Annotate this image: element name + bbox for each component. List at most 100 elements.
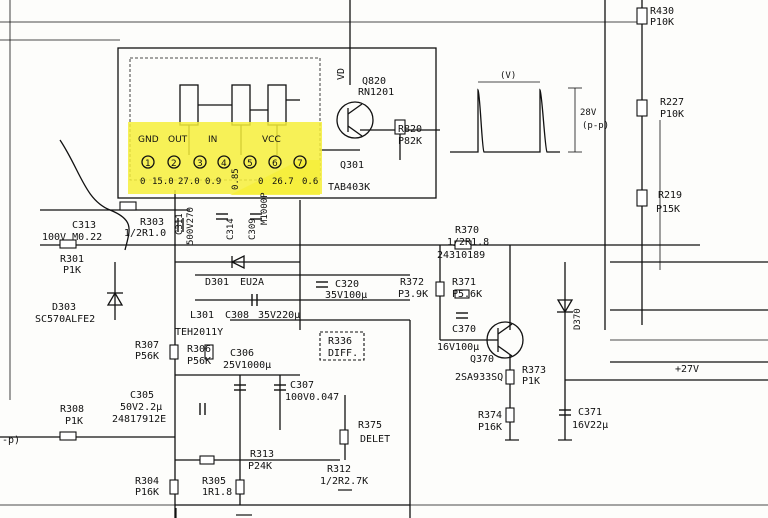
r373-val: P1K [522, 376, 540, 387]
d303-ref: D303 [52, 302, 76, 313]
c371-ref: C371 [578, 407, 602, 418]
v-0: 0 [140, 177, 145, 187]
c307-ref: C307 [290, 380, 314, 391]
q820-part: RN1201 [358, 87, 394, 98]
v-3: 0.9 [205, 177, 221, 187]
c307-val: 100V0.047 [285, 392, 339, 403]
v-5: 0 [258, 177, 263, 187]
q301-ref: Q301 [340, 160, 364, 171]
r301-ref: R301 [60, 254, 84, 265]
wave-amp-unit: (p-p) [582, 121, 609, 131]
pin-4: 4 [221, 159, 227, 169]
c371-val: 16V22μ [572, 420, 608, 431]
wave-period: (V) [500, 71, 516, 81]
r301-val: P1K [63, 265, 81, 276]
r307-val: P56K [135, 351, 159, 362]
ground-symbols [175, 439, 572, 518]
r303-ref: R303 [140, 217, 164, 228]
r304-val: P16K [135, 487, 159, 498]
q370-ref: Q370 [470, 354, 494, 365]
r373-ref: R373 [522, 365, 546, 376]
r227-ref: R227 [660, 97, 684, 108]
ic-pins: 1 2 3 4 5 6 7 [141, 155, 307, 169]
ic-label-gnd: GND [138, 135, 159, 145]
d301-ref: D301 [205, 277, 229, 288]
resistor-glyphs [59, 7, 648, 495]
r820-ref: R820 [398, 124, 422, 135]
vd-label: VD [336, 68, 347, 80]
d303-val: SC570ALFE2 [35, 314, 95, 325]
c370-val: 16V100μ [437, 342, 479, 353]
capacitor-glyphs [177, 213, 571, 416]
pn-24817912e: 24817912E [112, 414, 166, 425]
pin-5: 5 [247, 159, 253, 169]
r430-val: P10K [650, 17, 674, 28]
c320-val: 35V100μ [325, 290, 367, 301]
c320-ref: C320 [335, 279, 359, 290]
c314-ref: C314 [226, 218, 236, 240]
d370-symbol [556, 299, 574, 314]
pin-3: 3 [197, 159, 203, 169]
pn-24310189: 24310189 [437, 250, 485, 261]
pin-7: 7 [297, 159, 303, 169]
d370-ref: D370 [573, 308, 583, 330]
pin-voltages: 0 15.0 27.0 0.9 0.85 0 26.7 0.6 [140, 168, 318, 190]
v-2: 27.0 [178, 177, 200, 187]
r820-val: P82K [398, 136, 422, 147]
c309-ref: C309 [248, 218, 258, 240]
ic-label-in: IN [208, 135, 217, 145]
r303-val: 1/2R1.0 [124, 228, 166, 239]
r372-ref: R372 [400, 277, 424, 288]
q370-symbol [486, 321, 524, 359]
r306-ref: R306 [187, 344, 211, 355]
ic-label-vcc: VCC [262, 135, 281, 145]
v-4: 0.85 [231, 168, 241, 190]
left-fragment: -p) [2, 435, 20, 446]
wave-amp: 28V [580, 108, 597, 118]
l301-val: TEH2011Y [175, 327, 223, 338]
q820-symbol [336, 101, 374, 139]
v-1: 15.0 [152, 177, 174, 187]
r374-val: P16K [478, 422, 502, 433]
c309-val: M1000P [260, 192, 270, 225]
r308-ref: R308 [60, 404, 84, 415]
c308-ref: C308 [225, 310, 249, 321]
ic-label-out: OUT [168, 135, 188, 145]
pin-6: 6 [272, 159, 278, 169]
r371-ref: R371 [452, 277, 476, 288]
rail-label: +27V [675, 364, 699, 375]
q820-ref: Q820 [362, 76, 386, 87]
d301-val: EU2A [240, 277, 264, 288]
v-7: 0.6 [302, 177, 318, 187]
c311-ref: C311 [175, 213, 185, 235]
component-labels: R430 P10K R227 P10K R219 P15K R820 P82K … [35, 6, 684, 498]
d303-symbol [106, 262, 124, 320]
r219-ref: R219 [658, 190, 682, 201]
c306-val: 25V1000μ [223, 360, 271, 371]
r308-val: P1K [65, 416, 83, 427]
q370-part: 2SA933SQ [455, 372, 503, 383]
r312-ref: R312 [327, 464, 351, 475]
r374-ref: R374 [478, 410, 502, 421]
c305-val: 50V2.2μ [120, 402, 162, 413]
r370-val: 1/2R1.8 [447, 237, 489, 248]
l301-ref: L301 [190, 310, 214, 321]
c306-ref: C306 [230, 348, 254, 359]
c370-ref: C370 [452, 324, 476, 335]
r304-ref: R304 [135, 476, 159, 487]
ic-part: TAB403K [328, 182, 370, 193]
r306-val: P56K [187, 356, 211, 367]
pin-1: 1 [145, 159, 151, 169]
r375-val: DELET [360, 434, 390, 445]
r370-ref: R370 [455, 225, 479, 236]
waveform [450, 81, 582, 153]
r371-val: P5.6K [452, 289, 482, 300]
r219-val: P15K [656, 204, 680, 215]
c313-ref: C313 [72, 220, 96, 231]
c305-ref: C305 [130, 390, 154, 401]
r312-val: 1/2R2.7K [320, 476, 368, 487]
r305-ref: R305 [202, 476, 226, 487]
r313-val: P24K [248, 461, 272, 472]
